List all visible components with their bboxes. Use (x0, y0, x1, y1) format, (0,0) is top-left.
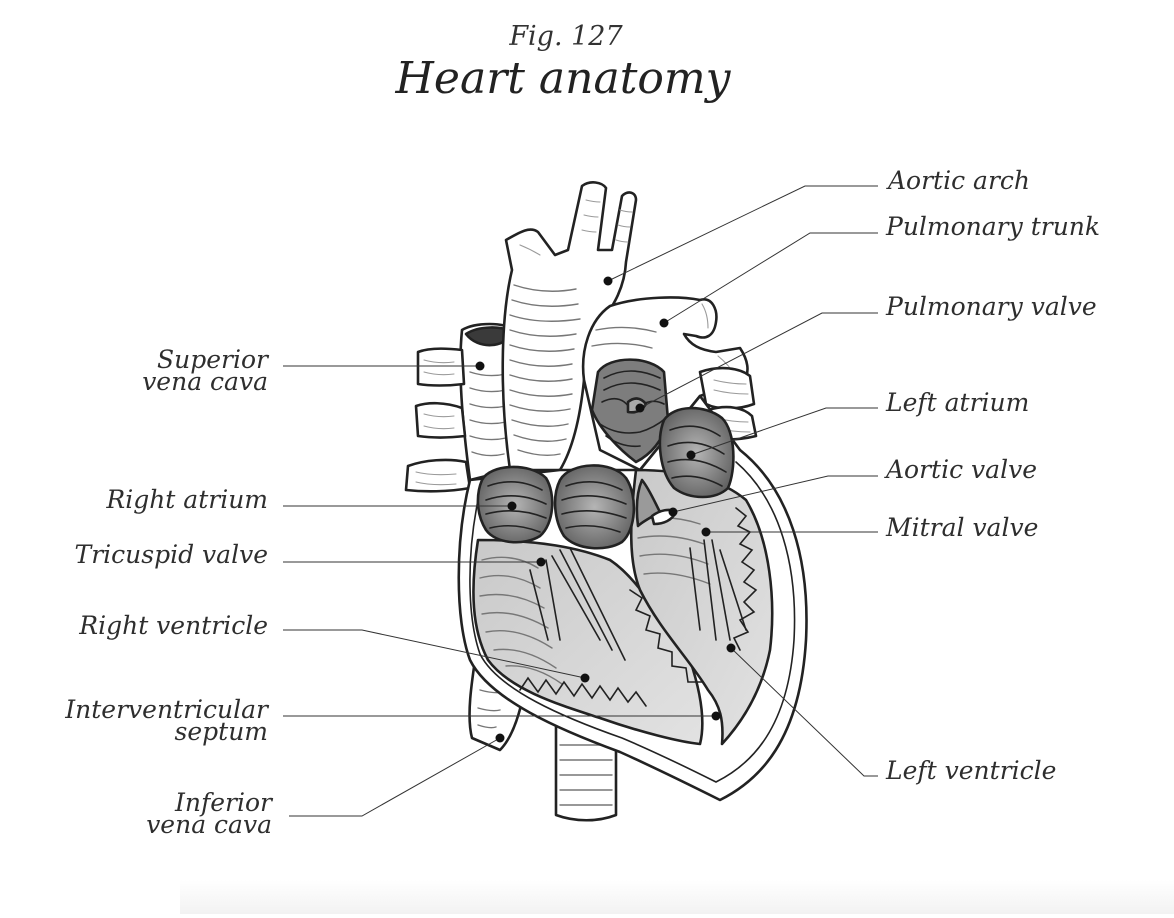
dot-tricuspid-valve (536, 557, 546, 567)
label-pulmonary-trunk: Pulmonary trunk (885, 212, 1100, 241)
label-pulmonary-valve: Pulmonary valve (885, 292, 1097, 321)
dot-superior-vena-cava (475, 361, 485, 371)
label-right-ventricle: Right ventricle (78, 611, 268, 640)
leader-inferior-vena-cava (289, 737, 501, 817)
bottom-edge-shade (180, 880, 1174, 914)
leader-aortic-arch (607, 185, 878, 282)
dot-right-atrium (507, 501, 517, 511)
dot-aortic-arch (603, 276, 613, 286)
figure-number: Fig. 127 (508, 21, 623, 52)
right-pulmonary-vein-lower (404, 458, 472, 493)
label-superior-vena-cava-line2: vena cava (142, 367, 268, 396)
right-ventricle-chamber (472, 538, 704, 746)
aortic-root-valve-lines (561, 481, 627, 533)
dot-pulmonary-trunk (659, 318, 669, 328)
right-labels: Aortic arch Pulmonary trunk Pulmonary va… (884, 166, 1100, 785)
right-pulmonary-vein-middle (414, 401, 467, 439)
aortic-root-valve-shape (553, 464, 636, 550)
label-interventricular-septum-line1: Interventricular (64, 695, 270, 724)
pulmonary-trunk-hatching (591, 303, 737, 377)
leader-dots (475, 276, 736, 743)
leader-pulmonary-valve (639, 312, 878, 409)
label-left-ventricle: Left ventricle (885, 756, 1056, 785)
leader-aortic-valve (672, 475, 878, 513)
label-mitral-valve: Mitral valve (885, 513, 1038, 542)
leader-pulmonary-trunk (663, 232, 878, 324)
leader-left-atrium (690, 407, 878, 456)
label-tricuspid-valve: Tricuspid valve (75, 540, 268, 569)
dot-interventricular-septum (711, 711, 721, 721)
label-superior-vena-cava-line1: Superior (157, 345, 270, 374)
left-ventricle-trabeculae (732, 507, 758, 651)
dot-aortic-valve (668, 507, 678, 517)
leader-right-ventricle (283, 629, 586, 679)
left-ventricle-chordae (689, 539, 747, 641)
label-interventricular-septum-line2: septum (175, 717, 268, 746)
label-right-atrium: Right atrium (105, 485, 268, 514)
dot-pulmonary-valve (635, 403, 645, 413)
dot-inferior-vena-cava (495, 733, 505, 743)
heart-illustration (404, 181, 808, 822)
dot-left-atrium (686, 450, 696, 460)
dot-left-ventricle (726, 643, 736, 653)
left-ventricle-chamber (629, 468, 774, 746)
leader-lines (283, 185, 878, 817)
dot-mitral-valve (701, 527, 711, 537)
label-left-atrium: Left atrium (885, 388, 1029, 417)
leader-left-ventricle (730, 647, 878, 777)
left-pulmonary-vein-upper (698, 366, 756, 410)
aortic-arch-hatching (509, 199, 633, 457)
label-aortic-valve: Aortic valve (884, 455, 1037, 484)
label-inferior-vena-cava-line1: Inferior (174, 788, 274, 817)
septum-trabeculae (629, 589, 703, 683)
figure-title: Heart anatomy (395, 53, 732, 104)
right-pulmonary-vein-upper (416, 347, 466, 387)
right-ventricle-trabeculae (519, 676, 647, 707)
left-labels: Superior vena cava Right atrium Tricuspi… (64, 345, 274, 839)
label-inferior-vena-cava-line2: vena cava (146, 810, 272, 839)
dot-right-ventricle (580, 673, 590, 683)
chordae-tendineae (529, 547, 626, 661)
left-atrium-valve-lines (667, 425, 727, 487)
pulmonary-valve-cusps (599, 370, 667, 448)
label-aortic-arch: Aortic arch (886, 166, 1030, 195)
heart-inner-wall (469, 461, 796, 783)
tricuspid-valve-lines (485, 481, 547, 533)
